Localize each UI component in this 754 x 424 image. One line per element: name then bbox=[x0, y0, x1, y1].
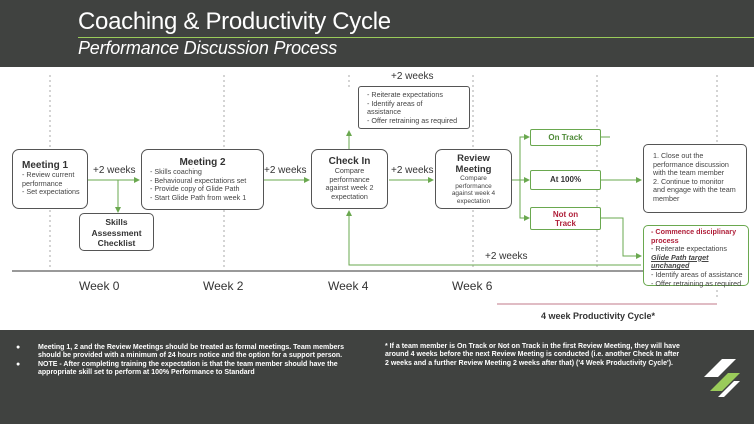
not-on-track-label: Not on bbox=[552, 210, 579, 219]
skills-line: Skills bbox=[105, 217, 128, 227]
check-in-followup-box: - Reiterate expectations - Identify area… bbox=[358, 86, 470, 129]
review-meeting-box: Review Meeting Compare performance again… bbox=[435, 149, 512, 209]
header-banner: Coaching & Productivity Cycle Performanc… bbox=[0, 0, 754, 67]
check-in-title: Check In bbox=[328, 156, 371, 167]
disciplinary-line: process bbox=[651, 235, 679, 245]
meeting-1-line: - Set expectations bbox=[22, 187, 80, 197]
review-meeting-title: Meeting bbox=[455, 163, 492, 175]
disciplinary-line: - Offer retraining as required bbox=[651, 278, 742, 288]
check-in-line: against week 2 bbox=[325, 183, 374, 193]
meeting-1-line: - Review current bbox=[22, 170, 75, 179]
productivity-cycle-label: 4 week Productivity Cycle* bbox=[541, 311, 656, 321]
review-meeting-title: Review bbox=[457, 153, 490, 164]
check-in-line: Compare bbox=[334, 166, 365, 175]
plus-2-weeks-label: +2 weeks bbox=[93, 165, 136, 176]
check-in-line: expectation bbox=[331, 191, 368, 201]
glide-path-note: Glide Path target bbox=[651, 252, 709, 262]
close-out-line: member bbox=[653, 193, 680, 203]
page-subtitle: Performance Discussion Process bbox=[78, 38, 338, 58]
skills-assessment-checklist-box: Skills Assessment Checklist bbox=[79, 213, 154, 251]
week-guide-lines bbox=[49, 75, 718, 300]
week-label: Week 6 bbox=[452, 279, 493, 293]
meeting-2-box: Meeting 2 - Skills coaching - Behavioura… bbox=[141, 149, 264, 210]
plus-2-weeks-label: +2 weeks bbox=[391, 165, 434, 176]
disciplinary-box: - Commence disciplinary process - Reiter… bbox=[643, 225, 749, 288]
glide-path-note: unchanged bbox=[651, 261, 690, 271]
meeting-2-line: - Skills coaching bbox=[150, 167, 202, 176]
close-out-line: and engage with the team bbox=[653, 185, 736, 195]
at-100-box: At 100% bbox=[530, 170, 601, 190]
footer-bullet: ● NOTE - After completing training the e… bbox=[16, 361, 338, 377]
plus-2-weeks-top-label: +2 weeks bbox=[391, 71, 434, 82]
close-out-line: with the team member bbox=[653, 168, 725, 178]
disciplinary-line: - Commence disciplinary bbox=[651, 227, 737, 236]
meeting-2-title: Meeting 2 bbox=[179, 157, 226, 168]
not-on-track-box: Not on Track bbox=[530, 207, 601, 230]
on-track-label: On Track bbox=[548, 133, 583, 142]
check-in-followup-line: - Offer retraining as required bbox=[367, 115, 458, 125]
logo-icon bbox=[704, 359, 740, 397]
close-out-line: 1. Close out the bbox=[653, 151, 704, 160]
footer-notes: ● Meeting 1, 2 and the Review Meetings s… bbox=[0, 330, 754, 424]
review-meeting-line: performance bbox=[455, 182, 492, 190]
meeting-2-line: - Provide copy of Glide Path bbox=[150, 184, 240, 194]
check-in-followup-line: - Reiterate expectations bbox=[367, 90, 443, 99]
title-divider bbox=[78, 37, 754, 38]
check-in-followup-line: assistance bbox=[367, 107, 401, 117]
check-in-box: Check In Compare performance against wee… bbox=[311, 149, 388, 209]
meeting-1-line: performance bbox=[22, 178, 63, 188]
week-label: Week 2 bbox=[203, 279, 244, 293]
review-meeting-line: Compare bbox=[460, 175, 487, 182]
skills-line: Checklist bbox=[97, 238, 136, 248]
disciplinary-line: - Reiterate expectations bbox=[651, 244, 727, 254]
meeting-2-line: - Start Glide Path from week 1 bbox=[150, 192, 247, 202]
footer-productivity-note: * If a team member is On Track or Not on… bbox=[385, 343, 680, 367]
not-on-track-label: Track bbox=[555, 219, 576, 228]
disciplinary-line: - Identify areas of assistance bbox=[651, 269, 743, 279]
plus-2-weeks-loop-label: +2 weeks bbox=[485, 251, 528, 262]
review-meeting-line: against week 4 bbox=[451, 190, 496, 197]
at-100-label: At 100% bbox=[549, 175, 582, 184]
page-title: Coaching & Productivity Cycle bbox=[78, 8, 391, 35]
week-label: Week 4 bbox=[328, 279, 369, 293]
plus-2-weeks-label: +2 weeks bbox=[264, 165, 307, 176]
meeting-2-line: - Behavioural expectations set bbox=[150, 175, 247, 185]
check-in-followup-line: - Identify areas of bbox=[367, 98, 423, 108]
skills-line: Assessment bbox=[91, 227, 142, 238]
close-out-line: 2. Continue to monitor bbox=[653, 176, 724, 186]
bullet-dot: ● bbox=[16, 344, 21, 351]
week-label: Week 0 bbox=[79, 279, 120, 293]
meeting-1-title: Meeting 1 bbox=[22, 160, 69, 171]
close-out-box: 1. Close out the performance discussion … bbox=[643, 144, 747, 213]
check-in-line: performance bbox=[329, 174, 370, 184]
on-track-box: On Track bbox=[530, 129, 601, 146]
footer-bullet: ● Meeting 1, 2 and the Review Meetings s… bbox=[16, 344, 345, 360]
bullet-dot: ● bbox=[16, 361, 21, 368]
meeting-1-box: Meeting 1 - Review current performance -… bbox=[12, 149, 88, 209]
review-meeting-line: expectation bbox=[456, 197, 491, 205]
close-out-line: performance discussion bbox=[653, 159, 729, 169]
